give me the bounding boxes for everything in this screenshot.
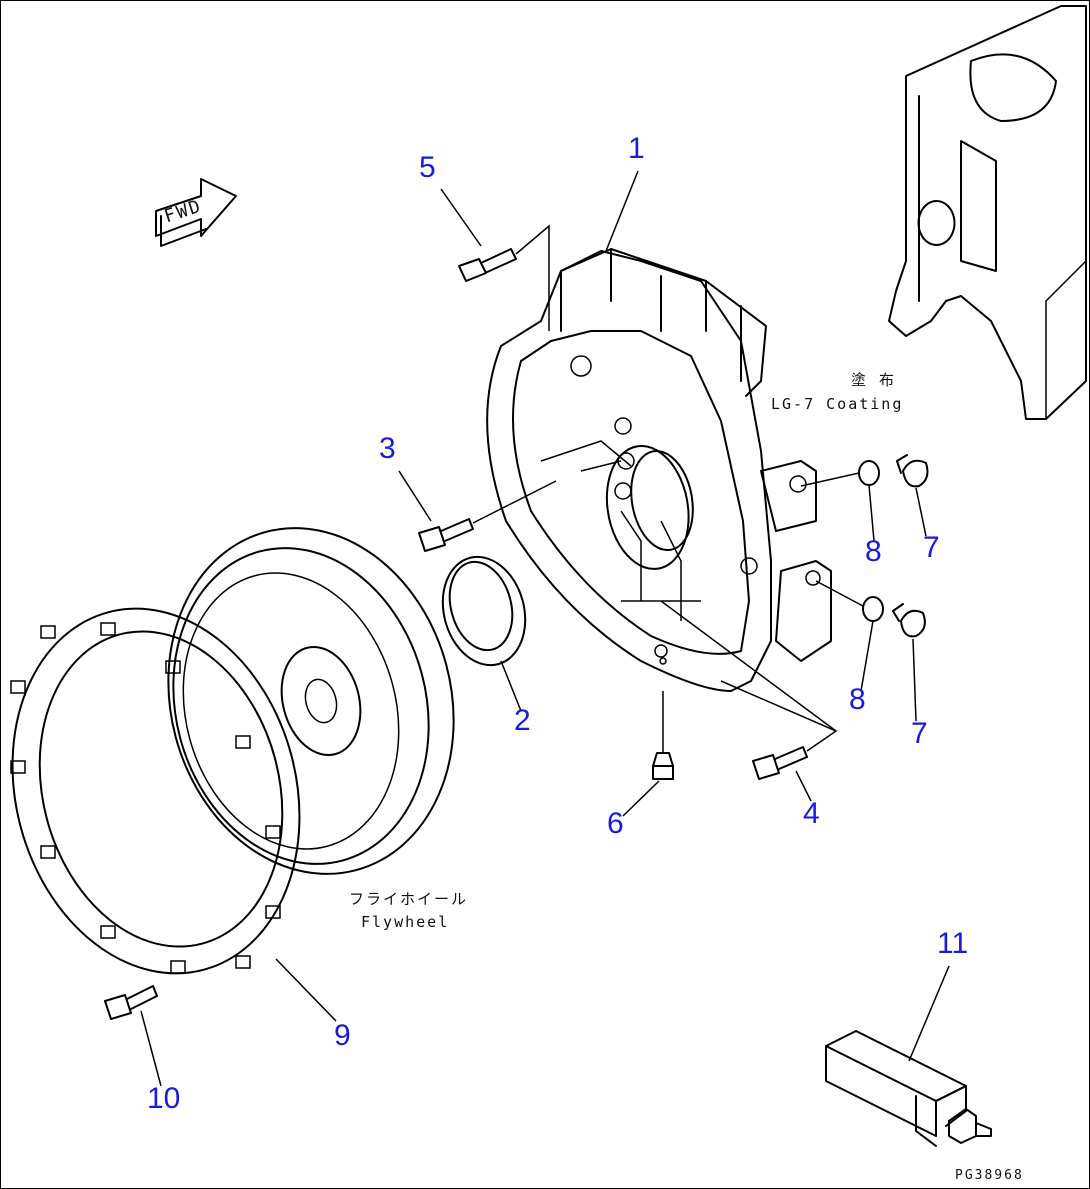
fwd-arrow-icon	[155, 178, 237, 247]
bolt-4	[660, 600, 838, 780]
callout-2: 2	[514, 704, 531, 737]
flywheel-housing	[486, 248, 832, 692]
washer-plug-upper	[800, 454, 929, 488]
callout-8-upper: 8	[865, 535, 882, 568]
callout-8-lower: 8	[849, 683, 866, 716]
oil-seal	[441, 555, 527, 667]
bolt-10	[104, 985, 158, 1020]
callout-3: 3	[379, 432, 396, 465]
flywheel-label-en: Flywheel	[361, 913, 450, 931]
bolt-3	[418, 480, 557, 552]
callout-5: 5	[419, 151, 436, 184]
callout-1: 1	[628, 132, 645, 165]
callout-7-lower: 7	[911, 717, 928, 750]
callout-9: 9	[334, 1019, 351, 1052]
plug-6	[652, 691, 674, 780]
flywheel	[167, 527, 455, 875]
drawing-number: PG38968	[955, 1168, 1024, 1183]
coating-note-jp: 塗 布	[851, 371, 897, 389]
coating-note-en: LG-7 Coating	[771, 395, 904, 413]
callout-11: 11	[937, 927, 969, 960]
washer-plug-lower	[815, 580, 926, 638]
engine-block	[888, 5, 1087, 420]
flywheel-ring	[10, 607, 301, 975]
callout-7-upper: 7	[923, 531, 940, 564]
leader-lines	[140, 170, 950, 1087]
callout-4: 4	[803, 797, 820, 830]
flywheel-label-jp: フライホイール	[349, 890, 469, 908]
callout-6: 6	[607, 807, 624, 840]
callout-10: 10	[147, 1082, 181, 1115]
tool-11	[825, 1030, 992, 1147]
bolt-5	[458, 224, 550, 331]
